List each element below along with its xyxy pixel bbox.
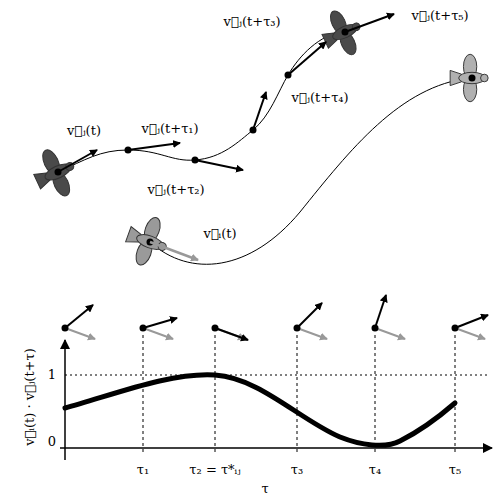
vector-pairs (62, 295, 489, 340)
axis-title: τ (261, 481, 268, 497)
vector-label: v⃗ⱼ(t+τ₃) (223, 14, 280, 30)
axis-tick: τ₁ (137, 462, 149, 478)
bird-i (120, 211, 175, 272)
axis-tick: τ₄ (369, 462, 381, 478)
vector-label: v⃗ⱼ(t+τ₂) (147, 182, 204, 198)
velocity-vector-i (150, 242, 198, 260)
axis-tick: 1 (48, 367, 56, 383)
velocity-vectors (58, 14, 394, 172)
position-dots (55, 29, 476, 246)
vector-label: v⃗ⱼ(t+τ₁) (141, 121, 198, 137)
axis-title: v⃗ᵢ(t) · v⃗ⱼ(t+τ) (22, 348, 38, 446)
axis-tick: τ₂ = τ*ᵢⱼ (189, 462, 240, 478)
bird-j (315, 4, 370, 63)
bird-j (27, 142, 84, 204)
axis-tick: τ₅ (449, 462, 461, 478)
vector-label: v⃗ⱼ(t+τ₄) (291, 90, 348, 106)
y-axis (64, 340, 66, 460)
x-axis (60, 447, 492, 449)
vector-label: v⃗ⱼ(t+τ₅) (411, 8, 468, 24)
correlation-curve (65, 375, 455, 446)
vector-label: v⃗ᵢ(t) (203, 226, 236, 242)
unit-line (65, 375, 490, 376)
trajectory-i (150, 78, 470, 264)
bird-i (450, 54, 488, 102)
axis-tick: 0 (48, 434, 56, 450)
axis-tick: τ₃ (291, 462, 303, 478)
vector-label: v⃗ⱼ(t) (67, 123, 101, 139)
